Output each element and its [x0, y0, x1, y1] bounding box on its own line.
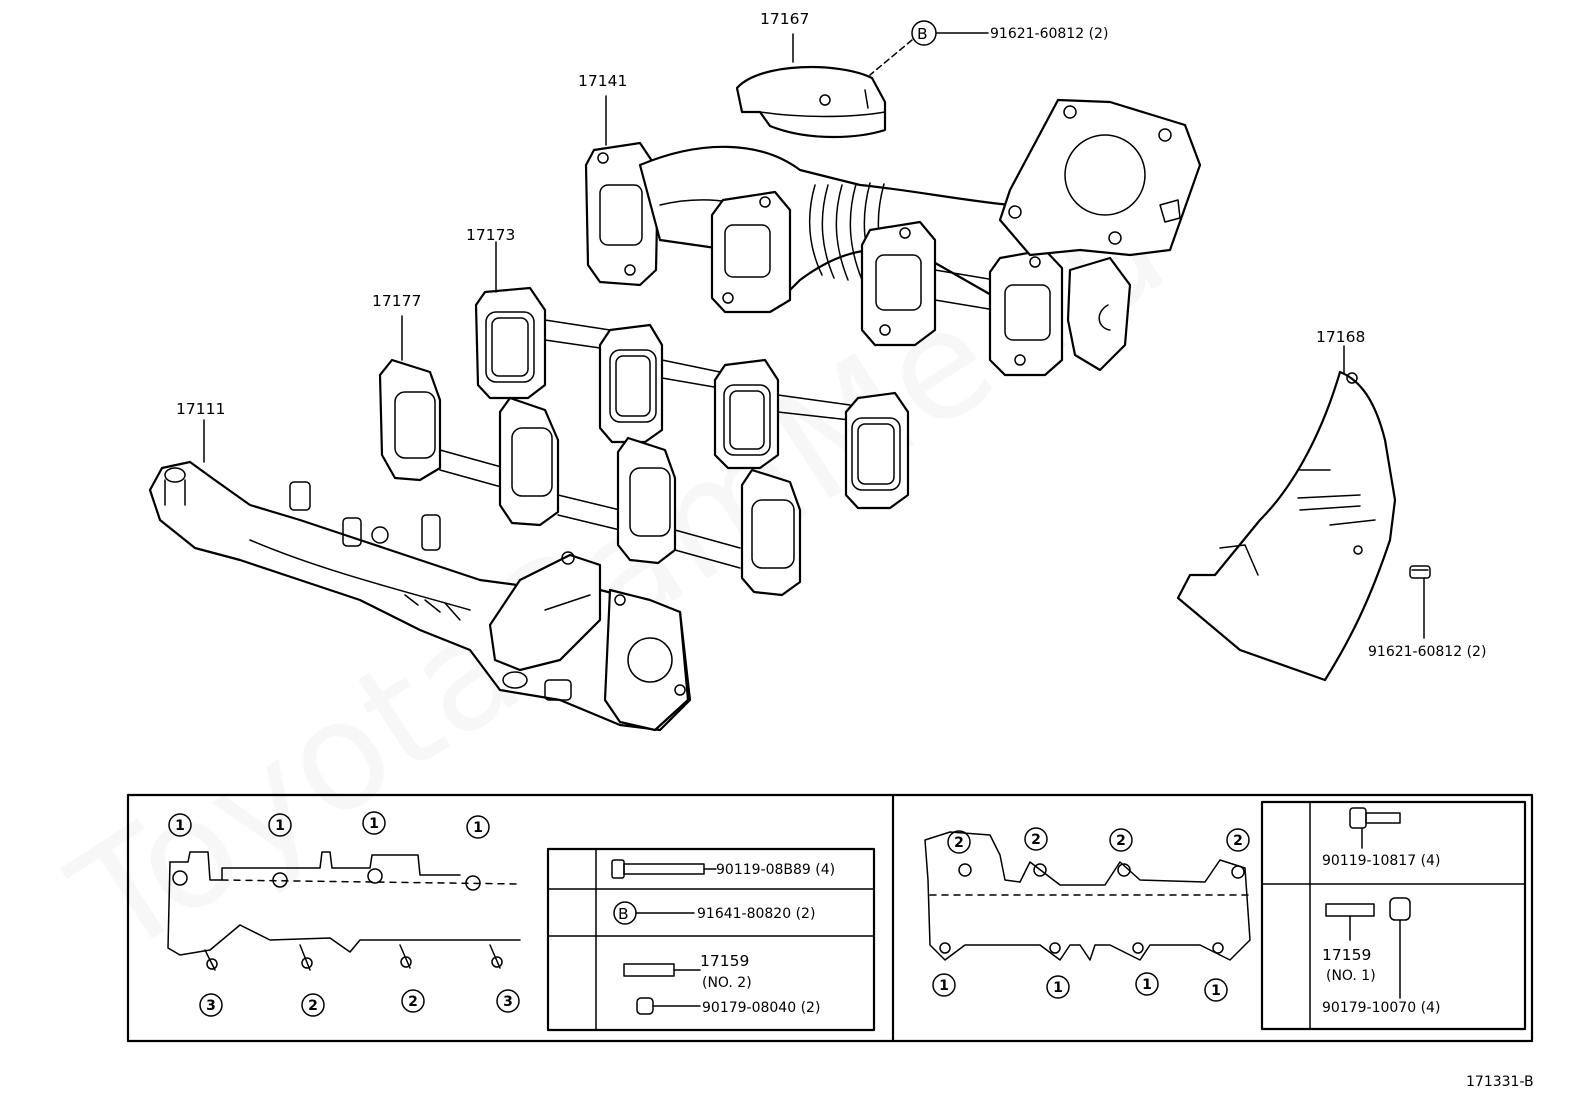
label-17159-no1: 17159 [1322, 946, 1371, 964]
b-marker-top: B [917, 25, 928, 43]
right-pattern-drawing [924, 831, 1251, 961]
seq-right-bot-2-num: 1 [1053, 980, 1063, 996]
bolt-91621-right [1409, 565, 1431, 579]
nut-icon-10070 [1389, 897, 1411, 921]
exhaust-gasket-17173 [474, 286, 910, 510]
seq-right-bot-2 [1046, 975, 1070, 999]
seq-left-top-2-num: 1 [275, 818, 285, 834]
seq-left-top-4-num: 1 [473, 820, 483, 836]
seq-right-top-4 [1226, 828, 1250, 852]
label-17167: 17167 [760, 10, 809, 28]
seq-left-top-3 [362, 811, 386, 835]
bottom-frame [126, 793, 1534, 1043]
seq-left-top-3-num: 1 [369, 816, 379, 832]
seq-left-bot-4-num: 3 [503, 994, 513, 1010]
seq-left-bot-2 [301, 993, 325, 1017]
seq-right-top-4-num: 2 [1233, 833, 1243, 849]
right-table [1260, 800, 1527, 1031]
stud-icon-no2 [623, 963, 675, 977]
label-91641-80820: 91641-80820 (2) [697, 906, 815, 922]
stud-icon-no1 [1325, 903, 1375, 917]
bolt-icon-90119-10817 [1349, 807, 1401, 829]
seq-left-top-1-num: 1 [175, 818, 185, 834]
seq-right-bot-3 [1135, 972, 1159, 996]
label-17141: 17141 [578, 72, 627, 90]
seq-left-top-1 [168, 813, 192, 837]
seq-left-top-2 [268, 813, 292, 837]
seq-right-bot-4 [1204, 978, 1228, 1002]
seq-left-bot-1 [199, 993, 223, 1017]
left-pattern-drawing [167, 851, 521, 971]
label-90179-08040: 90179-08040 (2) [702, 1000, 820, 1016]
nut-icon-08040 [636, 997, 654, 1015]
seq-left-bot-1-num: 3 [206, 998, 216, 1014]
intake-manifold-17111 [148, 460, 692, 732]
bolt-icon-90119-08B89 [611, 859, 705, 879]
label-17168: 17168 [1316, 328, 1365, 346]
label-no2: (NO. 2) [702, 975, 752, 991]
seq-right-bot-1-num: 1 [939, 978, 949, 994]
seq-right-top-2-num: 2 [1031, 832, 1041, 848]
heat-insulator-17167 [735, 65, 887, 139]
b-marker-table: B [618, 905, 629, 923]
label-17177: 17177 [372, 292, 421, 310]
left-table [546, 847, 876, 1032]
heat-insulator-17168 [1176, 370, 1397, 682]
label-17159-no2: 17159 [700, 952, 749, 970]
diagram-code: 171331-B [1466, 1074, 1534, 1090]
seq-right-top-2 [1024, 827, 1048, 851]
label-90179-10070: 90179-10070 (4) [1322, 1000, 1440, 1016]
seq-right-top-3-num: 2 [1116, 833, 1126, 849]
dashed-leader-b [869, 39, 913, 76]
label-17173: 17173 [466, 226, 515, 244]
seq-right-bot-4-num: 1 [1211, 983, 1221, 999]
seq-left-top-4 [466, 815, 490, 839]
seq-right-bot-3-num: 1 [1142, 977, 1152, 993]
seq-left-bot-3 [401, 989, 425, 1013]
exhaust-manifold-17141 [584, 98, 1202, 377]
seq-left-bot-4 [496, 989, 520, 1013]
seq-right-top-1-num: 2 [954, 835, 964, 851]
seq-left-bot-3-num: 2 [408, 994, 418, 1010]
label-bolt-right: 91621-60812 (2) [1368, 644, 1486, 660]
seq-right-top-3 [1109, 828, 1133, 852]
label-bolt-top: 91621-60812 (2) [990, 26, 1108, 42]
intake-gasket-17177 [378, 358, 802, 597]
label-90119-08B89: 90119-08B89 (4) [716, 862, 835, 878]
label-90119-10817: 90119-10817 (4) [1322, 853, 1440, 869]
seq-right-top-1 [947, 830, 971, 854]
label-no1: (NO. 1) [1326, 968, 1376, 984]
seq-right-bot-1 [932, 973, 956, 997]
seq-left-bot-2-num: 2 [308, 998, 318, 1014]
b-marker-circle [911, 20, 937, 46]
label-17111: 17111 [176, 400, 225, 418]
